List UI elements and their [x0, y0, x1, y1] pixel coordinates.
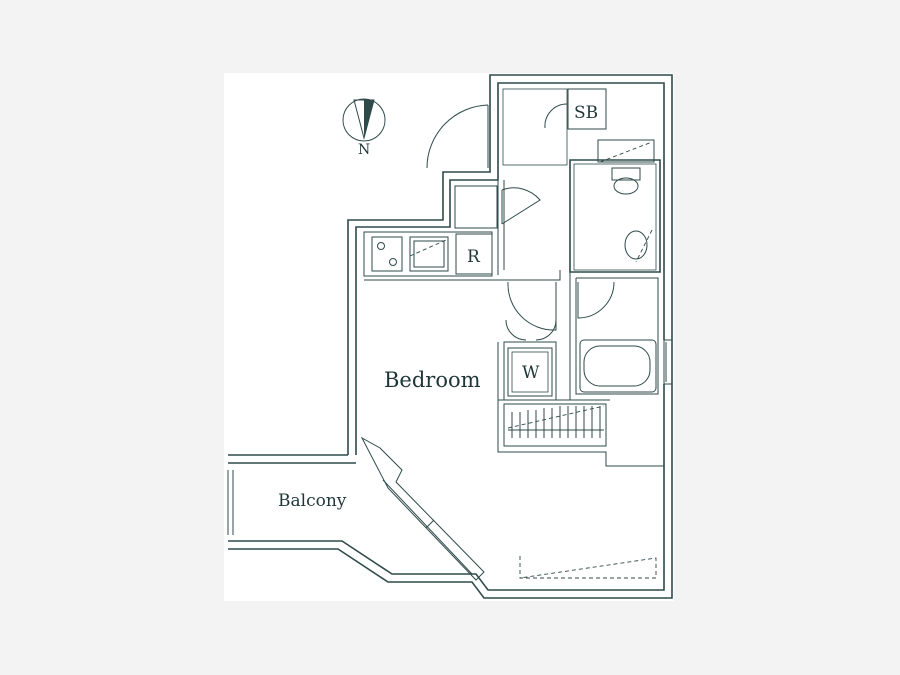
compass-north-label: N — [358, 142, 370, 158]
entry-tile-floor — [502, 88, 568, 166]
refrigerator — [455, 233, 493, 275]
hall-closet — [454, 185, 498, 229]
toilet-tile-floor — [573, 163, 657, 271]
entry-door-swing-icon — [544, 103, 568, 129]
bedroom-window-icon — [360, 436, 485, 581]
north-arrow-icon — [342, 98, 386, 142]
bathroom-door-swing-icon — [577, 281, 615, 319]
washer-door-swing-icon — [505, 319, 557, 341]
shoe-box — [567, 88, 607, 130]
washer-box — [507, 347, 553, 397]
entrance-door-icon — [426, 104, 489, 169]
plan-sheet — [224, 73, 674, 601]
balcony-label: Balcony — [278, 491, 347, 511]
bedroom-label: Bedroom — [384, 368, 481, 392]
wardrobe — [503, 403, 607, 447]
exterior-walls — [227, 74, 673, 599]
shoe-box-label: SB — [574, 103, 598, 123]
washer-label: W — [522, 363, 540, 383]
bathtub-icon — [579, 339, 657, 393]
toilet-icon — [611, 167, 648, 260]
interior-walls — [364, 180, 664, 467]
hall-door-swing-icon — [507, 281, 557, 331]
refrigerator-label: R — [467, 247, 481, 267]
storage-dashed-outline — [519, 556, 657, 579]
closet-door-swing-icon — [501, 187, 541, 225]
